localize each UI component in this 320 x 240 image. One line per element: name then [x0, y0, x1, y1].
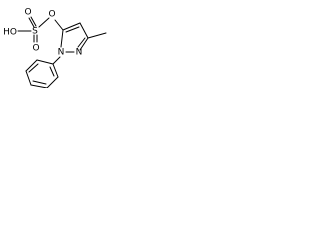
bond-c3-n2: [79, 37, 89, 51]
chemical-structure: HO S O O O N N: [3, 8, 107, 88]
atom-label-o-top-right: O: [48, 10, 55, 20]
atom-label-o-bottom: O: [32, 44, 39, 54]
bond-ph-6-inner: [49, 66, 55, 77]
atom-label-s: S: [32, 27, 38, 37]
bond-ph-3: [25, 70, 32, 86]
bond-c5-c4-inner: [65, 26, 80, 33]
bond-n1-phenyl: [52, 56, 61, 65]
bond-c4-c3: [79, 22, 89, 39]
bond-s-o-top-left-b: [30, 16, 37, 27]
bond-ph-4-inner: [32, 80, 47, 85]
bond-o-c5: [54, 19, 64, 31]
bond-c3-n2-inner: [77, 37, 86, 48]
bond-s-o-ester: [38, 17, 50, 28]
bond-c3-methyl: [87, 32, 107, 39]
bond-ph-2-inner: [28, 63, 39, 73]
bond-s-o-top-left-a: [28, 17, 35, 28]
bond-ph-4: [30, 84, 48, 88]
bond-ph-6: [52, 63, 59, 78]
bond-ph-1: [36, 59, 54, 65]
atom-label-o-top-left: O: [24, 8, 31, 18]
atom-label-ho: HO: [3, 28, 17, 38]
bond-c5-c4: [62, 22, 81, 31]
bond-n1-c5: [60, 29, 64, 48]
atom-label-n2: N: [76, 48, 83, 58]
atom-label-n1: N: [58, 48, 65, 58]
bond-ph-5: [46, 76, 59, 88]
bond-ph-2: [25, 59, 38, 72]
